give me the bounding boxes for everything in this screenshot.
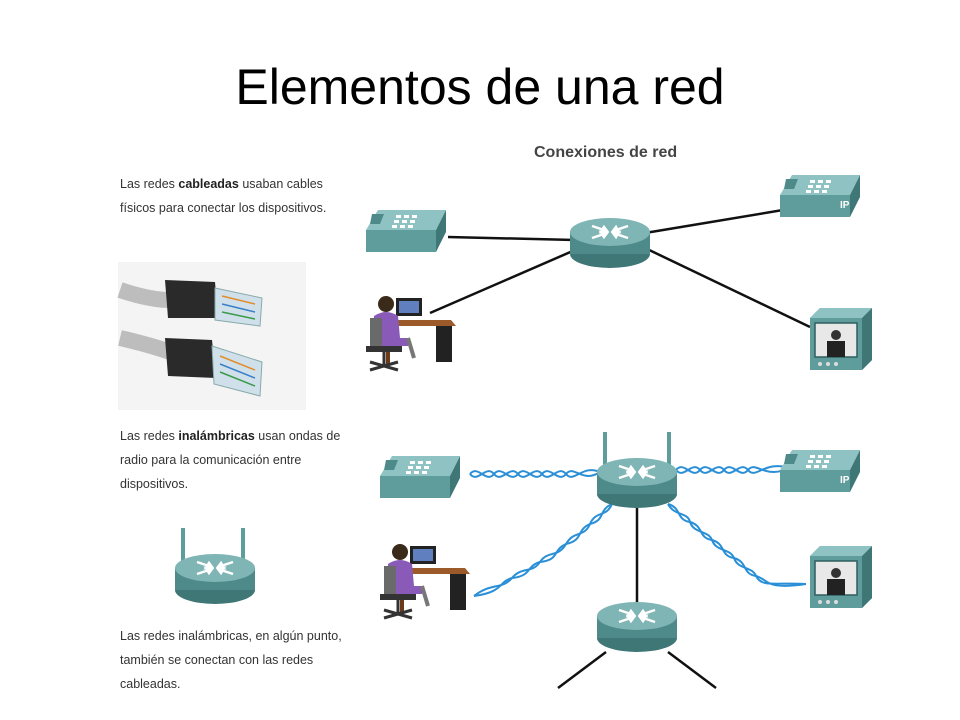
caption-wired-suffix: usaban cables físicos para conectar los … — [120, 177, 327, 215]
phone-wired — [366, 210, 446, 252]
caption-wireless-prefix: Las redes — [120, 429, 179, 443]
ip-phone-wired: IP — [780, 175, 860, 217]
ip-label-wireless: IP — [840, 475, 850, 486]
caption-wired-prefix: Las redes — [120, 177, 179, 191]
caption-both: Las redes inalámbricas, en algún punto, … — [120, 629, 342, 691]
diagram-title: Conexiones de red — [534, 144, 678, 161]
router-wireless — [595, 432, 679, 510]
ip-phone-wireless: IP — [780, 450, 860, 492]
slide-title: Elementos de una red — [235, 59, 725, 115]
router-backbone — [595, 600, 679, 654]
caption-wired: Las redes cableadas usaban cables físico… — [120, 172, 350, 220]
caption-wireless-bold: inalámbricas — [178, 429, 255, 443]
caption-wireless: Las redes inalámbricas usan ondas de rad… — [120, 424, 350, 496]
router-wired — [568, 216, 652, 270]
ip-label-wired: IP — [840, 200, 850, 211]
phone-wireless — [380, 456, 460, 498]
tv-wired — [809, 307, 873, 371]
wired-links — [429, 206, 811, 329]
router-illustration — [173, 528, 257, 606]
tv-wireless — [809, 545, 873, 609]
rj45-cable-photo — [117, 262, 306, 410]
wireless-waves — [469, 465, 807, 597]
caption-wireless-suffix: usan ondas de radio para la comunicación… — [120, 429, 341, 491]
router-backbone-link — [557, 508, 717, 689]
workstation-wireless — [378, 542, 472, 620]
caption-wired-bold: cableadas — [178, 177, 239, 191]
